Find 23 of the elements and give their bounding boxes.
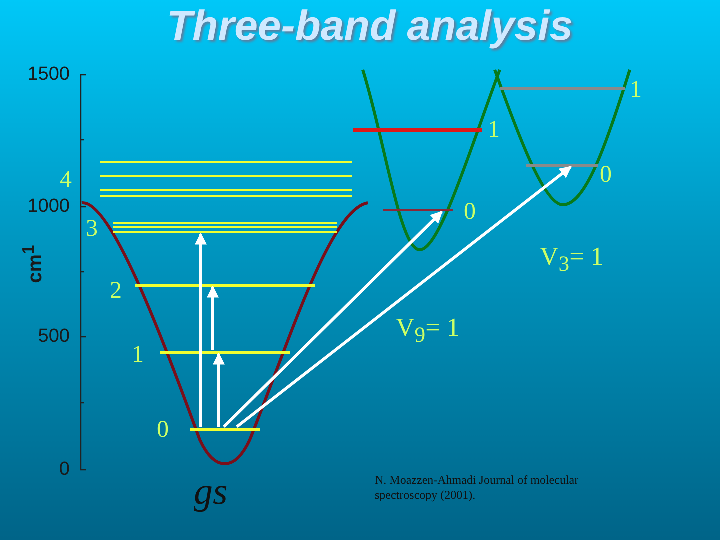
band-label: V$_{9}$= 1: [396, 313, 460, 348]
title: Three-band analysis: [166, 2, 574, 50]
level-number: 0: [157, 418, 169, 442]
arrow: [207, 286, 219, 350]
level-number: 4: [60, 168, 72, 192]
arrow: [236, 166, 572, 428]
arrow: [222, 210, 444, 428]
tick-label: 0: [58, 460, 70, 480]
level-number: 1: [488, 118, 500, 142]
level-number: 2: [110, 279, 122, 303]
arrow: [195, 232, 207, 427]
tick-label: 500: [37, 327, 70, 347]
arrow: [213, 352, 225, 427]
tick-label: 1500: [26, 65, 70, 85]
level-number: 3: [86, 217, 98, 241]
level-number: 1: [132, 343, 144, 367]
citation-text: N. Moazzen-Ahmadi Journal of molecular spectroscopy (2001).: [375, 473, 580, 503]
level-number: 0: [464, 200, 476, 224]
level-number: 1: [630, 78, 642, 102]
level-number: 0: [600, 163, 612, 187]
tick-label: 1000: [26, 197, 70, 217]
band-label: gs: [194, 470, 228, 514]
band-label: V$_{3}$= 1: [540, 242, 604, 278]
